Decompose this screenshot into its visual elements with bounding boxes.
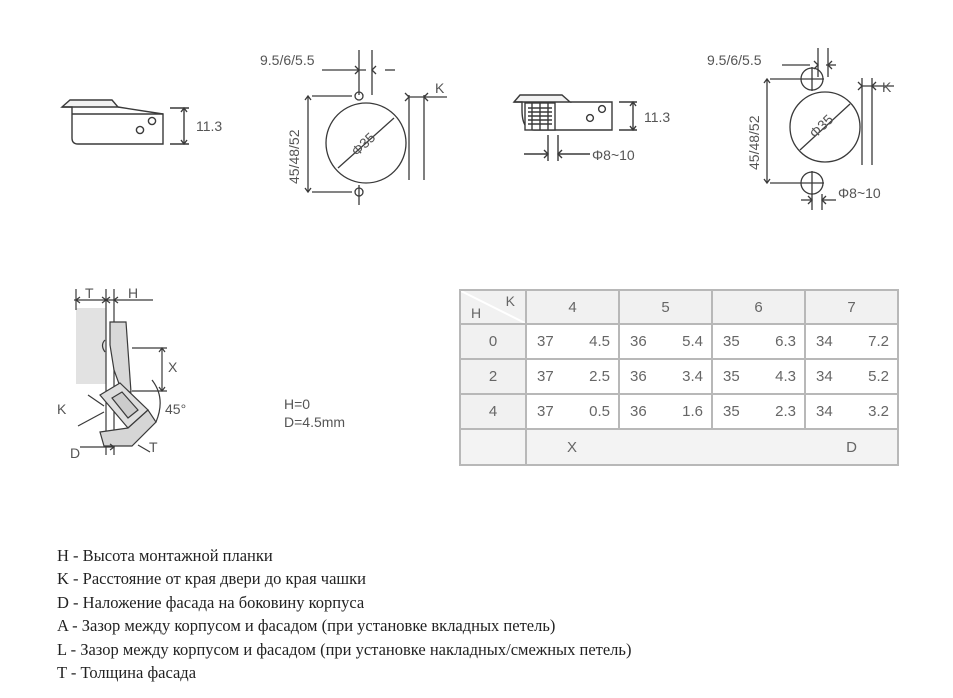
cell-d: 4.5 bbox=[589, 333, 610, 350]
cell-d: 3.2 bbox=[868, 403, 889, 420]
cell-x: 34 bbox=[816, 403, 833, 420]
legend-item: K - Расстояние от края двери до края чаш… bbox=[57, 569, 366, 589]
plate-height-label: 11.3 bbox=[196, 118, 222, 134]
d-side-label: D bbox=[70, 445, 80, 461]
cell-x: 36 bbox=[630, 403, 647, 420]
cup-dowel-drilling-diagram bbox=[763, 48, 894, 210]
footer-blank bbox=[459, 428, 527, 466]
corner-h: H bbox=[471, 305, 482, 321]
note-d: D=4.5mm bbox=[284, 414, 345, 430]
cell-x: 35 bbox=[723, 333, 740, 350]
height-range-label-2: 45/48/52 bbox=[746, 115, 762, 170]
cell-x: 37 bbox=[537, 333, 554, 350]
cell-x: 35 bbox=[723, 368, 740, 385]
cell-x: 35 bbox=[723, 403, 740, 420]
cell-x: 34 bbox=[816, 368, 833, 385]
cell-d: 5.4 bbox=[682, 333, 703, 350]
h-row-header: 4 bbox=[459, 393, 527, 430]
k-col-header: 7 bbox=[804, 289, 899, 325]
cell-d: 6.3 bbox=[775, 333, 796, 350]
cell-x: 37 bbox=[537, 403, 554, 420]
h-row-header: 0 bbox=[459, 323, 527, 360]
cup-drilling-diagram bbox=[304, 50, 447, 205]
cell-x: 36 bbox=[630, 368, 647, 385]
k-col-header: 6 bbox=[711, 289, 806, 325]
cup-diameter-label-2: Φ35 bbox=[806, 111, 837, 141]
offset-label-2: 9.5/6/5.5 bbox=[707, 52, 762, 68]
k-label: K bbox=[435, 80, 445, 96]
footer-d: D bbox=[846, 439, 857, 456]
k-col-header: 4 bbox=[525, 289, 620, 325]
legend-item: L - Зазор между корпусом и фасадом (при … bbox=[57, 639, 632, 659]
cell-x: 34 bbox=[816, 333, 833, 350]
cell-d: 1.6 bbox=[682, 403, 703, 420]
t-bottom-label: T bbox=[149, 439, 158, 455]
hinge-profile-dowels bbox=[512, 94, 637, 161]
angle-label: 45° bbox=[165, 401, 186, 417]
cell-d: 7.2 bbox=[868, 333, 889, 350]
table-header-row: K H 4 5 6 7 bbox=[459, 289, 899, 325]
legend: H - Высота монтажной планки K - Расстоян… bbox=[57, 544, 631, 684]
k-side-label: K bbox=[57, 401, 67, 417]
cell-d: 2.5 bbox=[589, 368, 610, 385]
cell-d: 0.5 bbox=[589, 403, 610, 420]
note-h: H=0 bbox=[284, 396, 310, 412]
cell-x: 36 bbox=[630, 333, 647, 350]
door-opening-side-view bbox=[74, 289, 167, 455]
h-row-header: 2 bbox=[459, 358, 527, 395]
cell-d: 3.4 bbox=[682, 368, 703, 385]
cell-d: 2.3 bbox=[775, 403, 796, 420]
k-label-2: K bbox=[882, 79, 892, 95]
dowel-diameter-label-2: Φ8~10 bbox=[838, 185, 881, 201]
corner-diagonal bbox=[461, 291, 525, 323]
height-range-label: 45/48/52 bbox=[286, 129, 302, 184]
t-label: T bbox=[85, 285, 94, 301]
hinge-profile-left bbox=[60, 99, 189, 146]
plate-height-label-2: 11.3 bbox=[644, 109, 670, 125]
legend-item: T - Толщина фасада bbox=[57, 663, 197, 683]
x-label: X bbox=[168, 359, 178, 375]
legend-item: A - Зазор между корпусом и фасадом (при … bbox=[57, 616, 556, 636]
cell-d: 4.3 bbox=[775, 368, 796, 385]
footer-x: X bbox=[567, 439, 578, 456]
h-label: H bbox=[128, 285, 138, 301]
corner-k: K bbox=[505, 293, 515, 309]
footer-axes: X D bbox=[525, 428, 899, 466]
dowel-diameter-label: Φ8~10 bbox=[592, 147, 635, 163]
k-col-header: 5 bbox=[618, 289, 713, 325]
legend-item: H - Высота монтажной планки bbox=[57, 546, 273, 565]
cell-x: 37 bbox=[537, 368, 554, 385]
table-corner: K H bbox=[459, 289, 527, 325]
legend-item: D - Наложение фасада на боковину корпуса bbox=[57, 592, 365, 612]
offset-label: 9.5/6/5.5 bbox=[260, 52, 315, 68]
table-footer-row: X D bbox=[459, 428, 899, 466]
cell-d: 5.2 bbox=[868, 368, 889, 385]
